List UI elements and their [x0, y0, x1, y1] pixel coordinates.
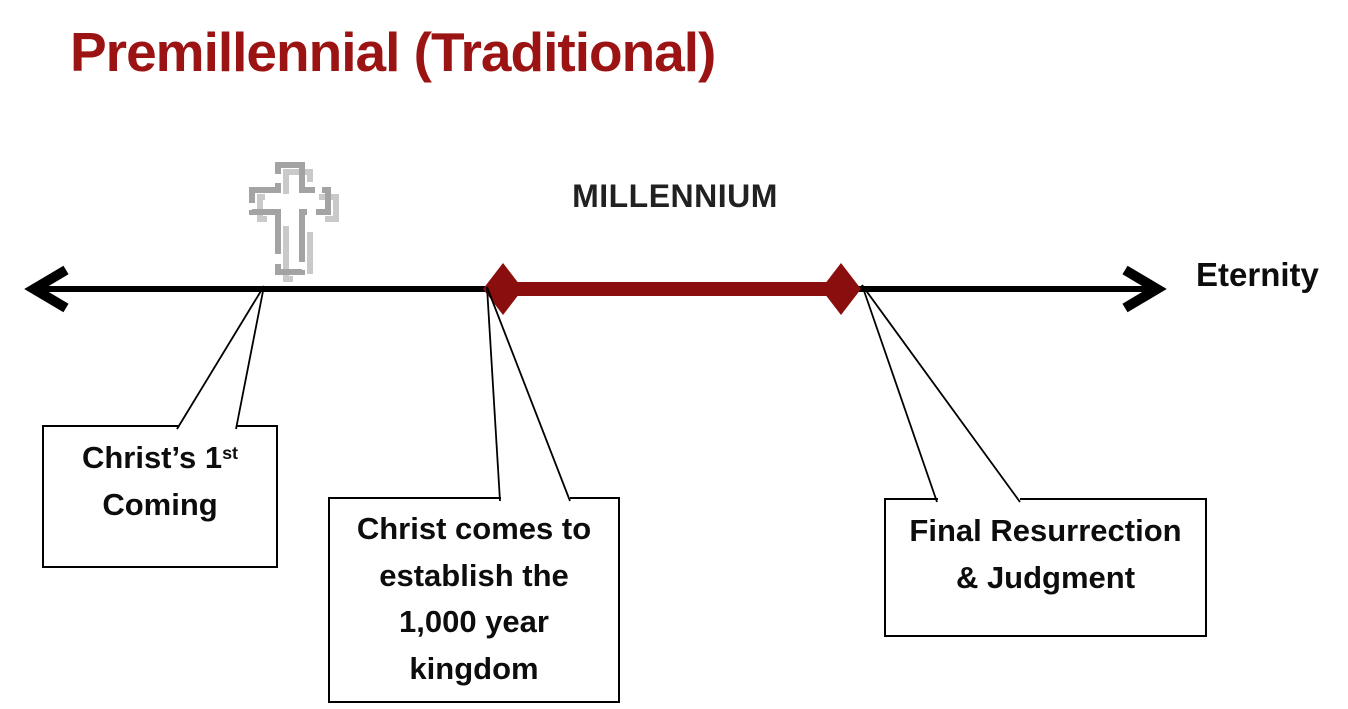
callout-kingdom-established: Christ comes to establish the 1,000 year… [328, 497, 620, 703]
millennium-label: MILLENNIUM [572, 178, 778, 214]
arrow-left-icon [24, 265, 69, 313]
callout-text-line: kingdom [409, 650, 539, 686]
arrow-right-icon [1122, 265, 1167, 313]
callout-text-line: 1,000 year [399, 604, 549, 639]
callout-text-line: Christ comes to [356, 511, 592, 546]
callout-superscript: st [222, 443, 239, 464]
cross-icon-shadow [257, 169, 339, 282]
callout-christs-first-coming: Christ’s 1st Coming [42, 425, 278, 568]
millennium-end-diamond [821, 263, 861, 315]
callout-final-resurrection: Final Resurrection & Judgment [884, 498, 1207, 637]
callout-text-line: Coming [102, 486, 218, 522]
page-title: Premillennial (Traditional) [70, 21, 716, 83]
callout-text: Christ’s 1 [81, 440, 223, 475]
millennium-start-diamond [483, 263, 523, 315]
callout-text-line: & Judgment [955, 559, 1136, 595]
eternity-label: Eternity [1196, 256, 1319, 293]
callout-text-line: establish the [379, 557, 569, 593]
callout-text-line: Christ’s 1st [44, 435, 276, 482]
latin-cross-icon [249, 162, 331, 275]
callout-text-line: Final Resurrection [909, 513, 1182, 548]
